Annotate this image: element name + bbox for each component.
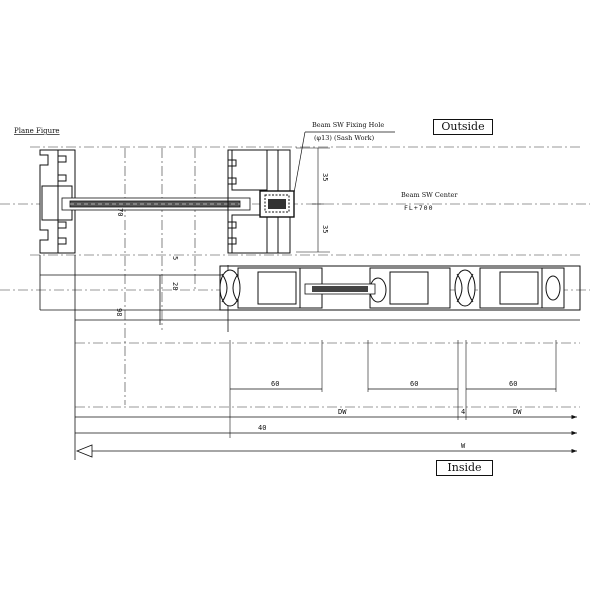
dim-28: 28 [171,282,179,290]
dim-70: 70 [116,208,124,216]
beam-rod [61,197,251,211]
dim-dw-a: DW [338,408,347,416]
dim-5: 5 [171,256,179,260]
dim-60-c: 60 [509,380,517,388]
w-arrow-start [75,444,93,458]
panel-rod [304,283,376,295]
callout-line-1: Beam SW Fixing Hole [312,121,384,129]
center-note-line-2: FL+700 [404,204,433,212]
dim-40: 40 [258,424,266,432]
outside-label: Outside [433,119,493,135]
left-mullion-section [39,149,76,254]
callout-line-2: (φ13) (Sash Work) [314,134,375,142]
dim-60-b: 60 [410,380,418,388]
dim-35-top: 35 [321,173,329,181]
horizontal-dim-extensions [229,340,557,438]
dim-60-a: 60 [271,380,279,388]
horizontal-dim-lines [75,388,577,454]
inside-label: Inside [436,460,493,476]
dim-gap-4: 4 [461,408,465,416]
door-panels [219,265,581,311]
dim-98: 98 [115,308,123,316]
plane-figure-title: Plane Figure [14,127,60,135]
seal-gaskets [219,269,561,307]
dim-35-bottom: 35 [321,225,329,233]
dim-dw-b: DW [513,408,522,416]
fixing-hole-detail [259,190,295,218]
callout-leader [293,131,395,194]
dim-w: W [461,442,466,450]
vertical-dim-lines [296,147,330,253]
center-note-line-1: Beam SW Center [401,191,458,199]
